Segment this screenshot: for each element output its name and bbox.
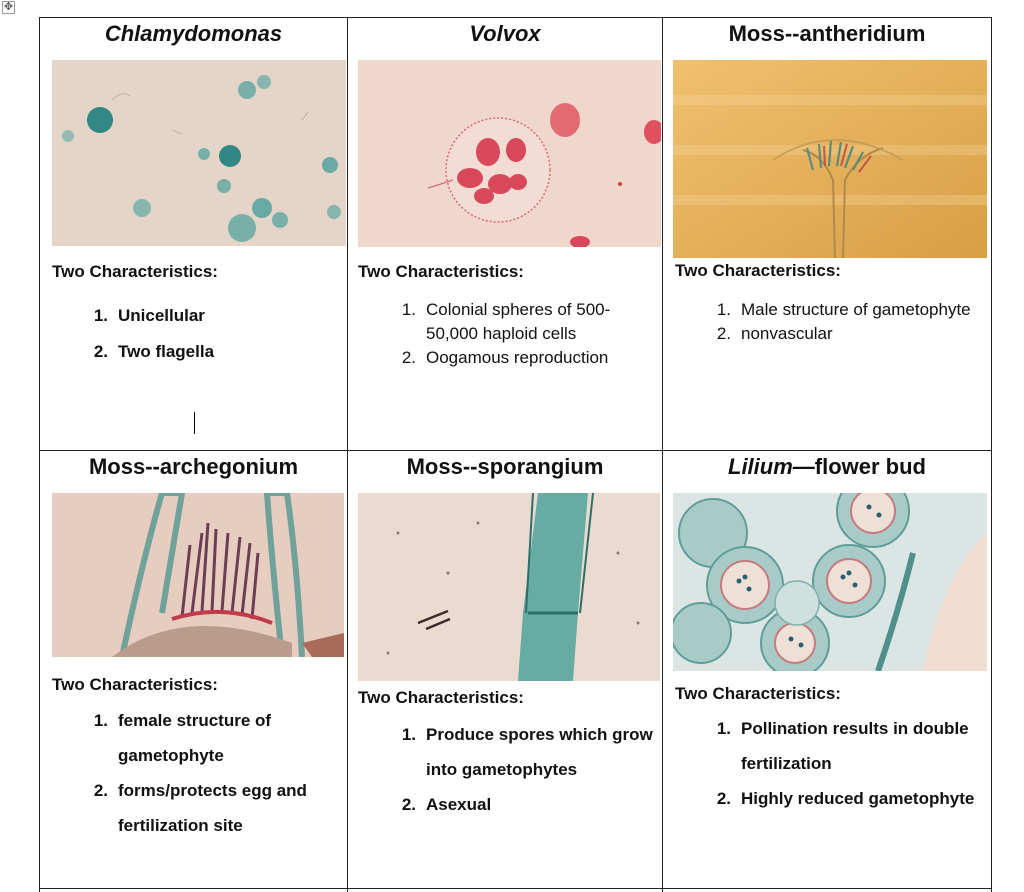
characteristics-heading: Two Characteristics: [52, 262, 218, 281]
table-border-col1 [347, 17, 348, 892]
table-move-handle[interactable]: ✥ [2, 1, 15, 14]
cell-title: Moss--archegonium [88, 454, 299, 479]
characteristics-heading: Two Characteristics: [358, 688, 524, 707]
characteristics-list: 1.Colonial spheres of 500-50,000 haploid… [388, 298, 658, 370]
sporangium-micrograph [358, 493, 660, 681]
table-border-bottom [39, 888, 992, 889]
characteristics-list: 1.female structure of gametophyte 2.form… [80, 703, 350, 843]
cell-moss-sporangium[interactable]: Moss--sporangium Two Characteristics: 1.… [348, 451, 662, 888]
list-item: 1.Male structure of gametophyte [716, 300, 971, 319]
text-cursor [194, 412, 195, 434]
characteristics-heading: Two Characteristics: [358, 262, 524, 281]
cell-title: Chlamydomonas [104, 21, 283, 46]
table-border-top [39, 17, 992, 18]
characteristics-list: 1.Pollination results in double fertiliz… [703, 711, 983, 816]
list-item: 1.Produce spores which grow into gametop… [401, 725, 653, 779]
cell-title: Moss--sporangium [406, 454, 604, 479]
lilium-micrograph [673, 493, 987, 671]
characteristics-heading: Two Characteristics: [52, 675, 218, 694]
table-border-middle [39, 450, 992, 451]
characteristics-list: 1.Male structure of gametophyte 2.nonvas… [703, 298, 973, 346]
characteristics-list: 1.Produce spores which grow into gametop… [388, 717, 658, 822]
list-item: 1.Colonial spheres of 500-50,000 haploid… [401, 300, 611, 343]
cell-title: Volvox [469, 21, 541, 46]
archegonium-micrograph [52, 493, 344, 657]
antheridium-micrograph [673, 60, 987, 258]
cell-moss-archegonium[interactable]: Moss--archegonium Two Characteristics: 1… [40, 451, 347, 888]
characteristics-list: 1.Unicellular 2.Two flagella [80, 298, 330, 370]
chlamydomonas-micrograph [52, 60, 346, 246]
list-item: 1.female structure of gametophyte [93, 711, 272, 765]
list-item: 1.Unicellular [93, 306, 205, 325]
cell-title: Moss--antheridium [728, 21, 926, 46]
characteristics-heading: Two Characteristics: [675, 684, 841, 703]
list-item: 2.forms/protects egg and fertilization s… [93, 781, 307, 835]
characteristics-heading: Two Characteristics: [675, 261, 841, 280]
cell-title: Lilium—flower bud [728, 454, 926, 479]
table-border-right [991, 17, 992, 892]
list-item: 1.Pollination results in double fertiliz… [716, 719, 969, 773]
list-item: 2.Highly reduced gametophyte [716, 789, 975, 808]
cell-lilium-flower-bud[interactable]: Lilium—flower bud [663, 451, 991, 888]
volvox-micrograph [358, 60, 661, 247]
list-item: 2.Oogamous reproduction [401, 348, 609, 367]
table-border-col2 [662, 17, 663, 892]
cell-moss-antheridium[interactable]: Moss--antheridium [663, 18, 991, 450]
list-item: 2.Two flagella [93, 342, 215, 361]
cell-chlamydomonas[interactable]: Chlamydomonas [40, 18, 347, 450]
cell-volvox[interactable]: Volvox Two Cha [348, 18, 662, 450]
table-border-left [39, 17, 40, 892]
list-item: 2.nonvascular [716, 324, 833, 343]
list-item: 2.Asexual [401, 795, 492, 814]
